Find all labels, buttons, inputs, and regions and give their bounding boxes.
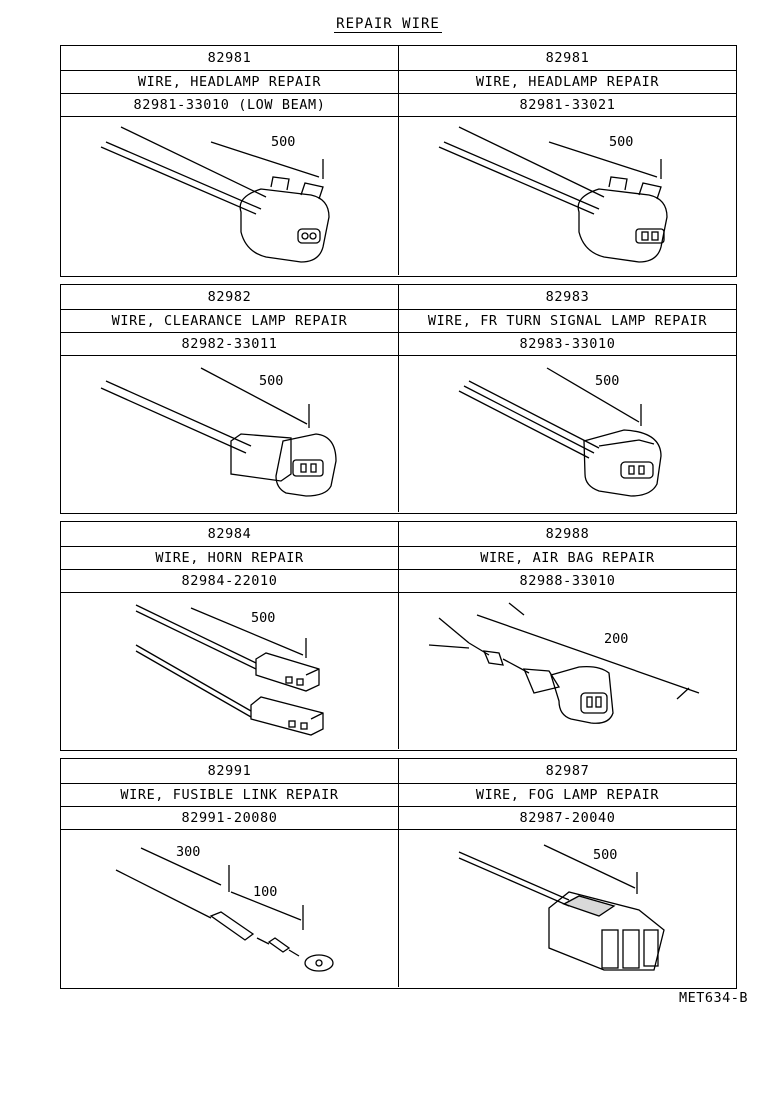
panel-code: 82981 [207, 50, 252, 66]
panel-name: WIRE, FUSIBLE LINK REPAIR [120, 787, 339, 803]
fusible-link-illustration: 300 100 [61, 830, 398, 987]
panel-code: 82982 [207, 289, 252, 305]
air-bag-connector-illustration: 200 [398, 593, 736, 749]
dimension-label: 500 [271, 134, 296, 150]
dimension-label: 500 [593, 847, 618, 863]
panel-code: 82984 [207, 526, 252, 542]
dimension-label: 300 [176, 844, 201, 860]
dimension-label: 500 [595, 373, 620, 389]
panel-name: WIRE, FR TURN SIGNAL LAMP REPAIR [398, 310, 736, 332]
panel-part-number: 82983-33010 [398, 333, 736, 355]
panel-name: WIRE, AIR BAG REPAIR [398, 547, 736, 569]
repair-wire-block-1: 82981 82981 WIRE, HEADLAMP REPAIR WIRE, … [60, 45, 737, 277]
panel-part-number: 82984-22010 [181, 573, 278, 589]
dimension-label: 200 [604, 631, 629, 647]
repair-wire-block-2: 82982 82983 WIRE, CLEARANCE LAMP REPAIR … [60, 284, 737, 514]
panel-code: 82988 [398, 522, 736, 546]
headlamp-connector-illustration: 500 [398, 117, 736, 275]
page-title-text: REPAIR WIRE [334, 16, 442, 33]
panel-code: 82983 [398, 285, 736, 309]
panel-code: 82991 [207, 763, 252, 779]
panel-name: WIRE, HEADLAMP REPAIR [137, 74, 322, 90]
panel-name: WIRE, HEADLAMP REPAIR [398, 71, 736, 93]
panel-part-number: 82991-20080 [181, 810, 278, 826]
panel-part-number: 82981-33021 [398, 94, 736, 116]
panel-part-number: 82981-33010 (LOW BEAM) [133, 97, 326, 113]
panel-code: 82981 [398, 46, 736, 70]
repair-wire-block-3: 82984 82988 WIRE, HORN REPAIR WIRE, AIR … [60, 521, 737, 751]
horn-terminal-illustration: 500 [61, 593, 398, 749]
dimension-label: 500 [609, 134, 634, 150]
turn-signal-connector-illustration: 500 [398, 356, 736, 512]
headlamp-connector-illustration: 500 [61, 117, 398, 275]
panel-part-number: 82982-33011 [181, 336, 278, 352]
panel-part-number: 82988-33010 [398, 570, 736, 592]
dimension-label: 100 [253, 884, 278, 900]
page-title: REPAIR WIRE [0, 16, 776, 33]
panel-name: WIRE, HORN REPAIR [155, 550, 304, 566]
fog-lamp-connector-illustration: 500 [398, 830, 736, 987]
panel-name: WIRE, CLEARANCE LAMP REPAIR [111, 313, 348, 329]
repair-wire-block-4: 82991 82987 WIRE, FUSIBLE LINK REPAIR WI… [60, 758, 737, 989]
panel-part-number: 82987-20040 [398, 807, 736, 829]
dimension-label: 500 [251, 610, 276, 626]
panel-name: WIRE, FOG LAMP REPAIR [398, 784, 736, 806]
clearance-lamp-connector-illustration: 500 [61, 356, 398, 512]
panel-code: 82987 [398, 759, 736, 783]
dimension-label: 500 [259, 373, 284, 389]
figure-code: MET634-B [678, 990, 748, 1006]
